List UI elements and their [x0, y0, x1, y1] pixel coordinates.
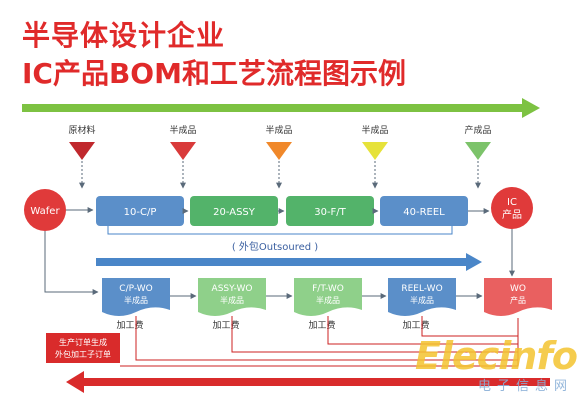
ic-label: IC — [507, 197, 517, 208]
work-order-doc-icon — [102, 278, 170, 316]
blue-mid-arrow — [96, 253, 482, 271]
processing-fee-label: 加工费 — [308, 319, 335, 331]
wafer-node: Wafer — [24, 189, 66, 231]
feedback-line — [135, 316, 518, 361]
feedback-line — [421, 316, 518, 337]
material-3: 半成品 — [361, 124, 389, 189]
material-label: 产成品 — [464, 124, 491, 136]
material-label: 半成品 — [265, 124, 292, 136]
work-order-doc-icon — [388, 278, 456, 316]
material-2: 半成品 — [265, 124, 293, 189]
step-box — [190, 196, 278, 226]
bottom-red-arrow — [66, 371, 550, 393]
processing-fee-label: 加工费 — [402, 319, 429, 331]
wo-subtitle: 半成品 — [124, 295, 148, 305]
wo-title: WO — [510, 284, 526, 294]
title-line-2: IC产品BOM和工艺流程图示例 — [22, 57, 406, 90]
note-line-2: 外包加工子订单 — [55, 349, 111, 359]
step-label: 30-F/T — [314, 207, 346, 218]
material-funnel-icon — [170, 142, 196, 160]
feedback-line — [231, 316, 518, 353]
work-order-doc-icon — [484, 278, 552, 316]
work-order-doc-icon — [294, 278, 362, 316]
title-line-1: 半导体设计企业 — [22, 19, 226, 52]
material-0: 原材料 — [68, 124, 96, 189]
wo-title: C/P-WO — [119, 284, 152, 294]
elecinfo-subtitle: 电子信息网 — [477, 379, 573, 394]
step-label: 20-ASSY — [213, 207, 256, 218]
step-box — [380, 196, 468, 226]
processing-fee-label: 加工费 — [212, 319, 239, 331]
wo-title: ASSY-WO — [212, 284, 253, 294]
material-1: 半成品 — [169, 124, 197, 189]
feedback-return-line — [120, 318, 519, 367]
elecinfo-logo: Elecinfo — [415, 334, 578, 378]
ic-product-label: 产品 — [502, 208, 522, 221]
material-funnel-icon — [266, 142, 292, 160]
step-label: 40-REEL — [403, 207, 445, 218]
order-note: 生产订单生成 外包加工子订单 — [46, 333, 120, 363]
top-green-arrow — [22, 98, 540, 118]
step-box — [96, 196, 184, 226]
note-line-1: 生产订单生成 — [59, 337, 107, 347]
feedback-line — [327, 316, 518, 345]
feedback-lines — [120, 229, 519, 367]
outsourced-label: ( 外包Outsoured ) — [232, 240, 318, 253]
processing-fee-label: 加工费 — [116, 319, 143, 331]
material-funnel-icon — [69, 142, 95, 160]
wo-subtitle: 半成品 — [410, 295, 434, 305]
process-step-2: 30-F/T — [286, 196, 379, 226]
process-step-3: 40-REEL — [380, 196, 490, 226]
wo-subtitle: 半成品 — [316, 295, 340, 305]
wo-title: F/T-WO — [312, 284, 344, 294]
process-step-1: 20-ASSY — [190, 196, 285, 226]
wo-subtitle: 半成品 — [220, 295, 244, 305]
material-label: 半成品 — [361, 124, 388, 136]
process-step-0: 10-C/P — [96, 196, 189, 226]
wo-subtitle: 产品 — [510, 295, 526, 305]
work-order-doc-icon — [198, 278, 266, 316]
material-label: 原材料 — [68, 124, 95, 136]
material-label: 半成品 — [169, 124, 196, 136]
ic-product-node: IC 产品 — [491, 187, 533, 229]
wo-title: REEL-WO — [401, 284, 442, 294]
material-4: 产成品 — [464, 124, 492, 189]
outsourced-bracket: ( 外包Outsoured ) — [107, 226, 453, 253]
material-funnel-icon — [465, 142, 491, 160]
step-label: 10-C/P — [124, 207, 157, 218]
wafer-label: Wafer — [30, 206, 60, 217]
step-box — [286, 196, 374, 226]
material-funnel-icon — [362, 142, 388, 160]
